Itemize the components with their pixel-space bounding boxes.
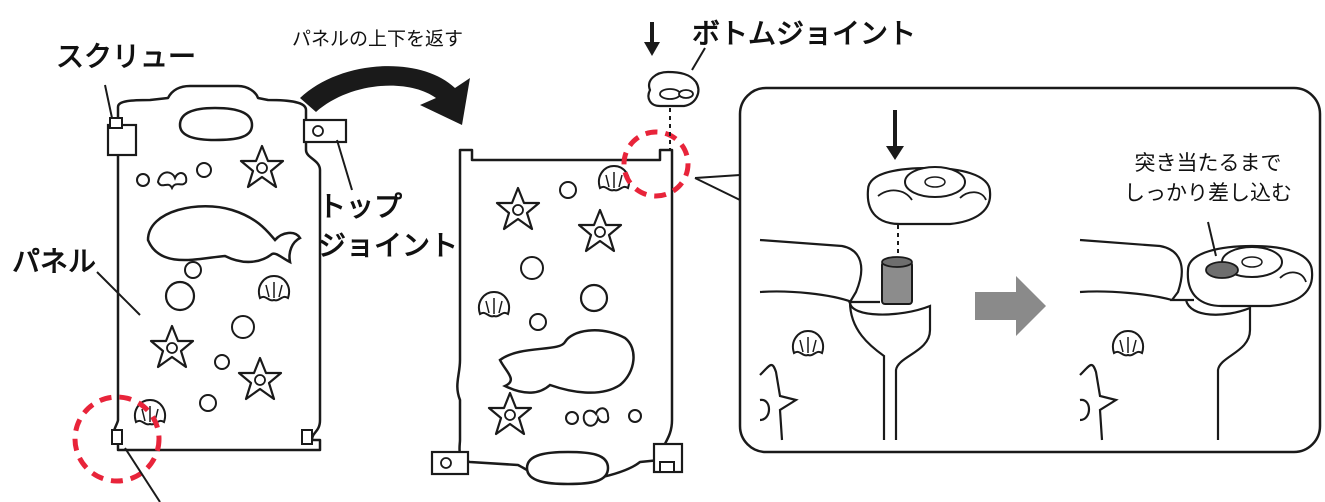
shell-icon [257, 275, 291, 302]
down-arrow-icon [644, 42, 660, 56]
top-joint-label-line1: トップ [318, 190, 403, 223]
screw-label: スクリュー [56, 40, 197, 73]
bottom-joint-small [644, 22, 706, 150]
flip-panel-label: パネルの上下を返す [292, 28, 464, 50]
curved-arrow-icon [300, 66, 470, 125]
bottom-joint-label: ボトムジョイント [692, 17, 917, 50]
top-joint-label-line2: ジョイント [318, 229, 459, 262]
left-panel [72, 84, 353, 502]
insert-note: 突き当たるまで しっかり差し込む [1108, 148, 1308, 208]
bubble-icon [164, 280, 196, 312]
highlight-circle [72, 394, 162, 484]
panel-label: パネル [12, 245, 97, 278]
middle-panel [430, 129, 691, 486]
detail-callout [694, 86, 1322, 454]
whale-icon [146, 205, 302, 265]
insert-note-line2: しっかり差し込む [1124, 181, 1292, 205]
insert-note-line1: 突き当たるまで [1134, 151, 1282, 175]
right-arrow-icon [975, 276, 1046, 336]
